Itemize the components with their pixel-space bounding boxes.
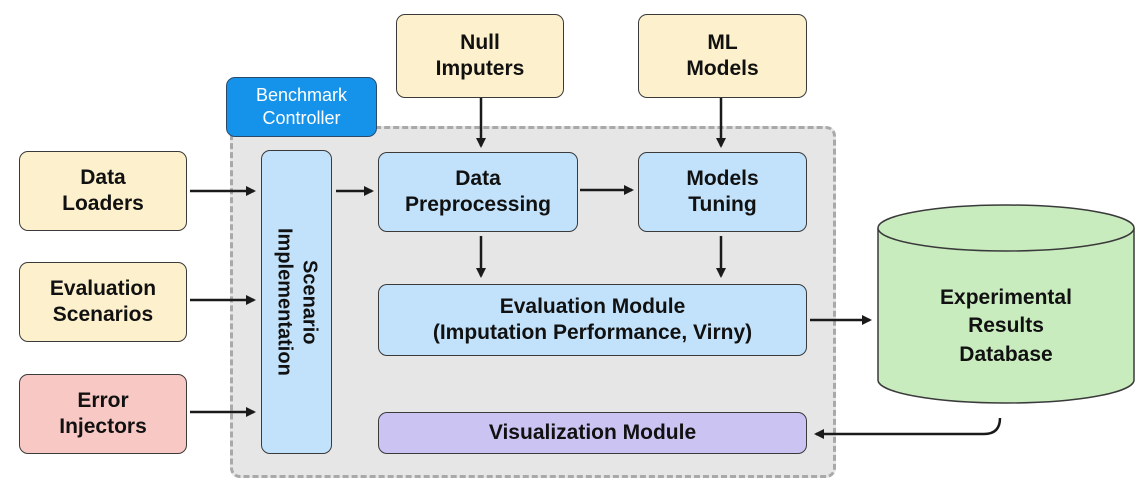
visualization-module-label: Visualization Module [488,420,697,444]
benchmark-controller-badge: Benchmark Controller [226,77,377,137]
models-tuning-label: Models Tuning [686,166,759,216]
evaluation-module-label: Evaluation Module (Imputation Performanc… [432,294,753,344]
null-imputers-box: Null Imputers [396,14,564,98]
benchmark-controller-label: Benchmark Controller [255,84,348,128]
ml-models-label: ML Models [686,30,759,80]
experimental-results-database-label: Experimental Results Database [940,286,1072,366]
data-loaders-label: Data Loaders [62,165,144,215]
arrow-database-to-visualization [814,417,1002,439]
evaluation-module-box: Evaluation Module (Imputation Performanc… [378,284,807,356]
database-icon [877,204,1135,404]
scenario-implementation-label: Scenario Implementation [273,228,321,376]
data-preprocessing-label: Data Preprocessing [405,166,551,216]
visualization-module-box: Visualization Module [378,412,807,454]
scenario-implementation-box: Scenario Implementation [261,150,332,454]
models-tuning-box: Models Tuning [638,152,807,232]
error-injectors-box: Error Injectors [19,374,187,454]
evaluation-scenarios-box: Evaluation Scenarios [19,262,187,342]
data-preprocessing-box: Data Preprocessing [378,152,578,232]
null-imputers-label: Null Imputers [435,30,525,80]
evaluation-scenarios-label: Evaluation Scenarios [49,276,157,326]
data-loaders-box: Data Loaders [19,151,187,231]
error-injectors-label: Error Injectors [59,388,147,438]
ml-models-box: ML Models [638,14,807,98]
